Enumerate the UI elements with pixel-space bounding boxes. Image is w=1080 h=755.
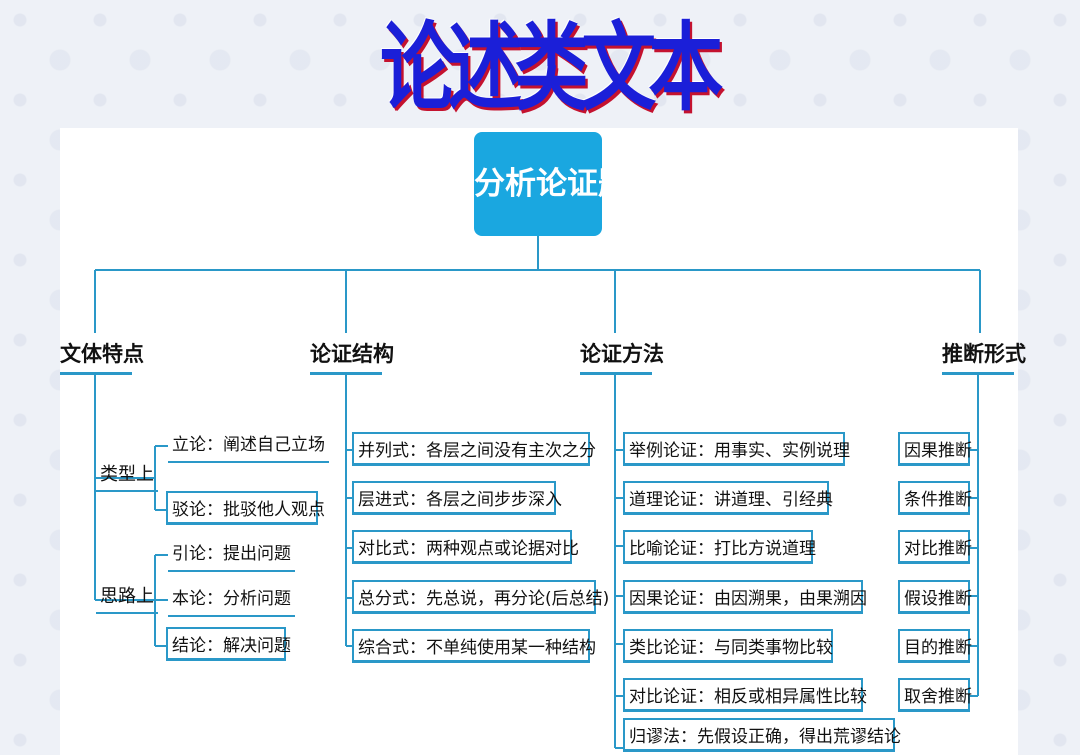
heading-structure: 论证结构 <box>310 334 394 375</box>
inference-item: 取舍推断 <box>898 678 972 712</box>
feature-item: 本论：分析问题 <box>168 582 295 617</box>
group-label-type: 类型上 <box>96 460 158 492</box>
method-item: 归谬法：先假设正确，得出荒谬结论 <box>623 718 901 752</box>
method-item: 对比论证：相反或相异属性比较 <box>623 678 867 712</box>
structure-item: 综合式：不单纯使用某一种结构 <box>352 629 596 663</box>
root-node: 分析论证题 <box>474 132 629 236</box>
method-item: 类比论证：与同类事物比较 <box>623 629 833 663</box>
method-item: 比喻论证：打比方说道理 <box>623 530 816 564</box>
inference-item: 对比推断 <box>898 530 972 564</box>
inference-item: 条件推断 <box>898 481 972 515</box>
inference-item: 假设推断 <box>898 580 972 614</box>
feature-item: 结论：解决问题 <box>166 627 291 661</box>
inference-item: 目的推断 <box>898 629 972 663</box>
group-label-thinking: 思路上 <box>96 582 158 614</box>
method-item: 道理论证：讲道理、引经典 <box>623 481 833 515</box>
heading-features: 文体特点 <box>60 334 144 375</box>
structure-item: 对比式：两种观点或论据对比 <box>352 530 579 564</box>
structure-item: 总分式：先总说，再分论(后总结) <box>352 580 609 614</box>
method-item: 举例论证：用事实、实例说理 <box>623 432 850 466</box>
heading-inference: 推断形式 <box>942 334 1026 375</box>
heading-methods: 论证方法 <box>580 334 664 375</box>
feature-item: 引论：提出问题 <box>168 537 295 572</box>
structure-item: 并列式：各层之间没有主次之分 <box>352 432 596 466</box>
inference-item: 因果推断 <box>898 432 972 466</box>
method-item: 因果论证：由因溯果，由果溯因 <box>623 580 867 614</box>
feature-item: 立论：阐述自己立场 <box>168 428 329 463</box>
feature-item: 驳论：批驳他人观点 <box>166 491 325 525</box>
structure-item: 层进式：各层之间步步深入 <box>352 481 562 515</box>
